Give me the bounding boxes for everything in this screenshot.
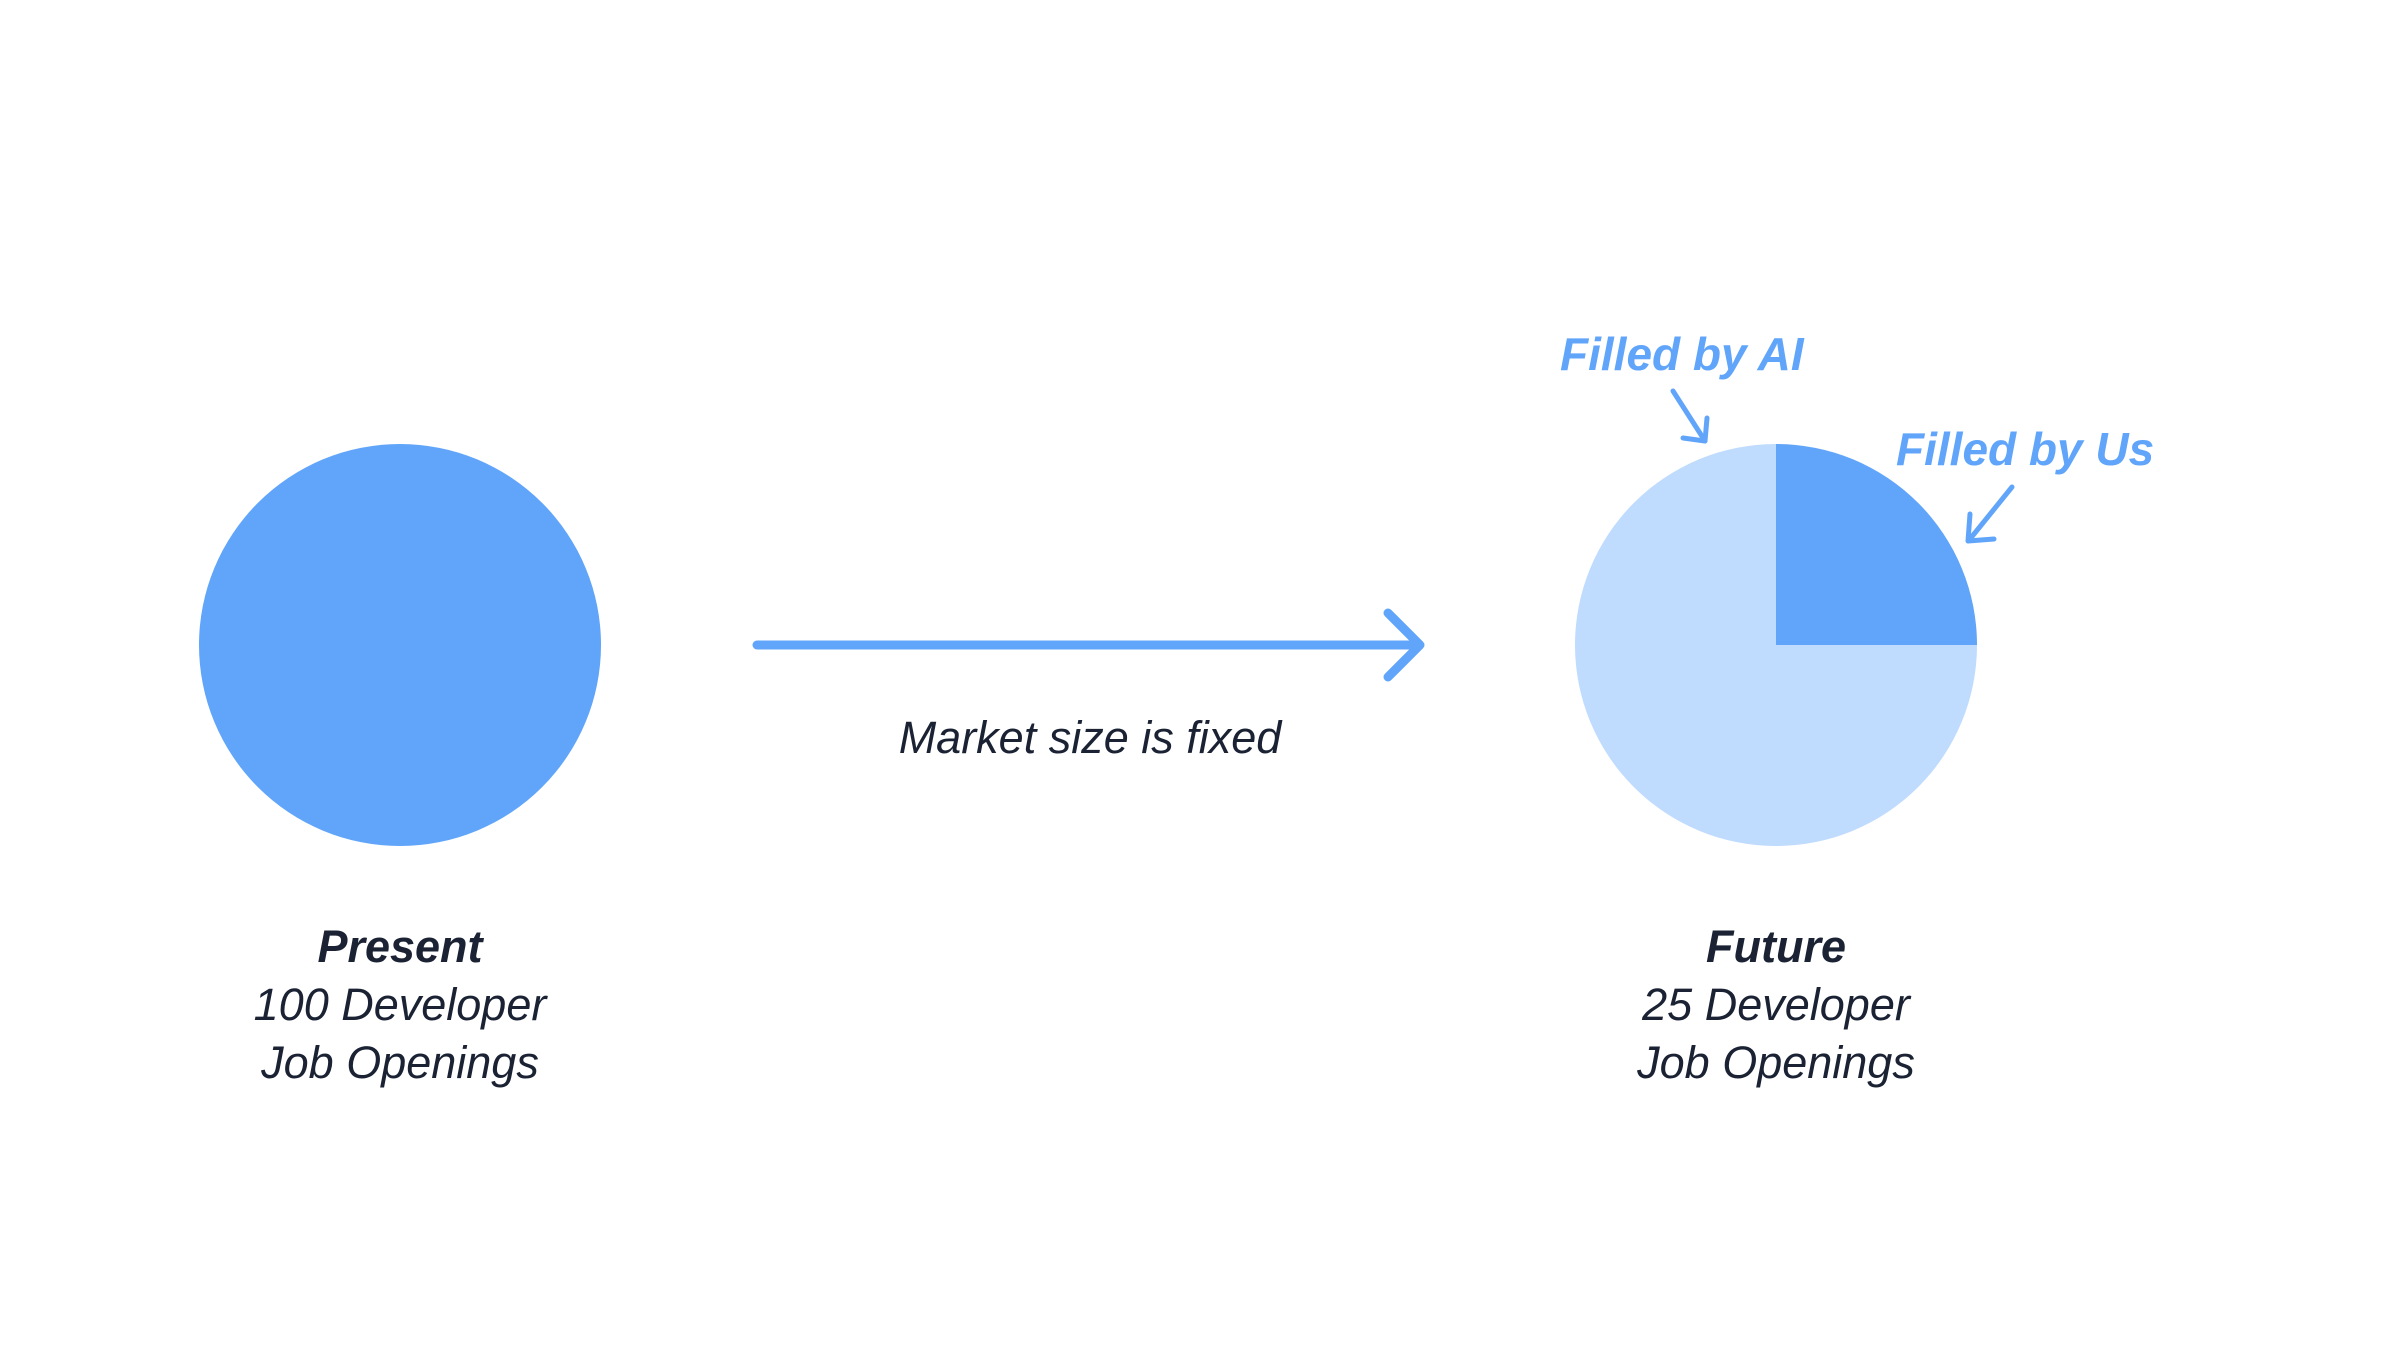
- us-pointer-shaft: [1967, 484, 2015, 542]
- future-market-pie: [1575, 444, 1977, 846]
- ai-pointer-shaft: [1670, 388, 1708, 444]
- future-title: Future: [1706, 921, 1846, 972]
- future-count-text: 25 Developer: [1642, 979, 1910, 1030]
- us-pointer-arrow: [1965, 484, 2015, 544]
- us-pointer-head: [1965, 511, 1997, 544]
- annotation-filled-by-ai: Filled by AI: [1560, 328, 1804, 380]
- present-market-circle: [199, 444, 601, 846]
- pie-slice-filled-by-us: [1776, 444, 1977, 645]
- present-openings-text: Job Openings: [261, 1037, 539, 1088]
- arrow-head: [1383, 608, 1425, 682]
- present-count-text: 100 Developer: [253, 979, 547, 1030]
- ai-pointer-head: [1680, 415, 1710, 444]
- future-caption: Future 25 Developer Job Openings: [1576, 918, 1976, 1092]
- market-arrow: [752, 608, 1425, 682]
- annotation-filled-by-us: Filled by Us: [1896, 423, 2155, 475]
- ai-pointer-arrow: [1670, 388, 1710, 444]
- arrow-label: Market size is fixed: [898, 712, 1282, 763]
- present-title: Present: [317, 921, 483, 972]
- future-openings-text: Job Openings: [1637, 1037, 1915, 1088]
- present-caption: Present 100 Developer Job Openings: [200, 918, 600, 1092]
